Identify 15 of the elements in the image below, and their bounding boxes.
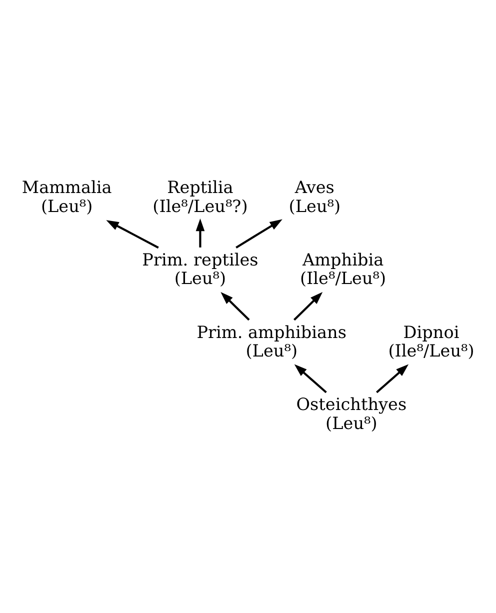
arrow	[376, 364, 409, 393]
node-text: Prim. amphibians (Leu⁸)	[196, 321, 347, 360]
node-text: Reptilia (Ile⁸/Leu⁸?)	[152, 176, 248, 216]
arrow	[294, 291, 323, 320]
node-text: Amphibia (Ile⁸/Leu⁸)	[300, 248, 386, 288]
arrow	[236, 218, 282, 248]
node-text: Mammalia (Leu⁸)	[22, 176, 112, 216]
node-text: Prim. reptiles (Leu⁸)	[142, 248, 258, 288]
node-text: Osteichthyes (Leu⁸)	[296, 394, 407, 433]
node-text: Dipnoi (Ile⁸/Leu⁸)	[388, 321, 474, 360]
arrow	[196, 218, 205, 247]
node-text: Aves (Leu⁸)	[288, 176, 341, 216]
arrow	[294, 364, 327, 393]
arrow	[220, 291, 250, 320]
arrow	[106, 220, 159, 248]
